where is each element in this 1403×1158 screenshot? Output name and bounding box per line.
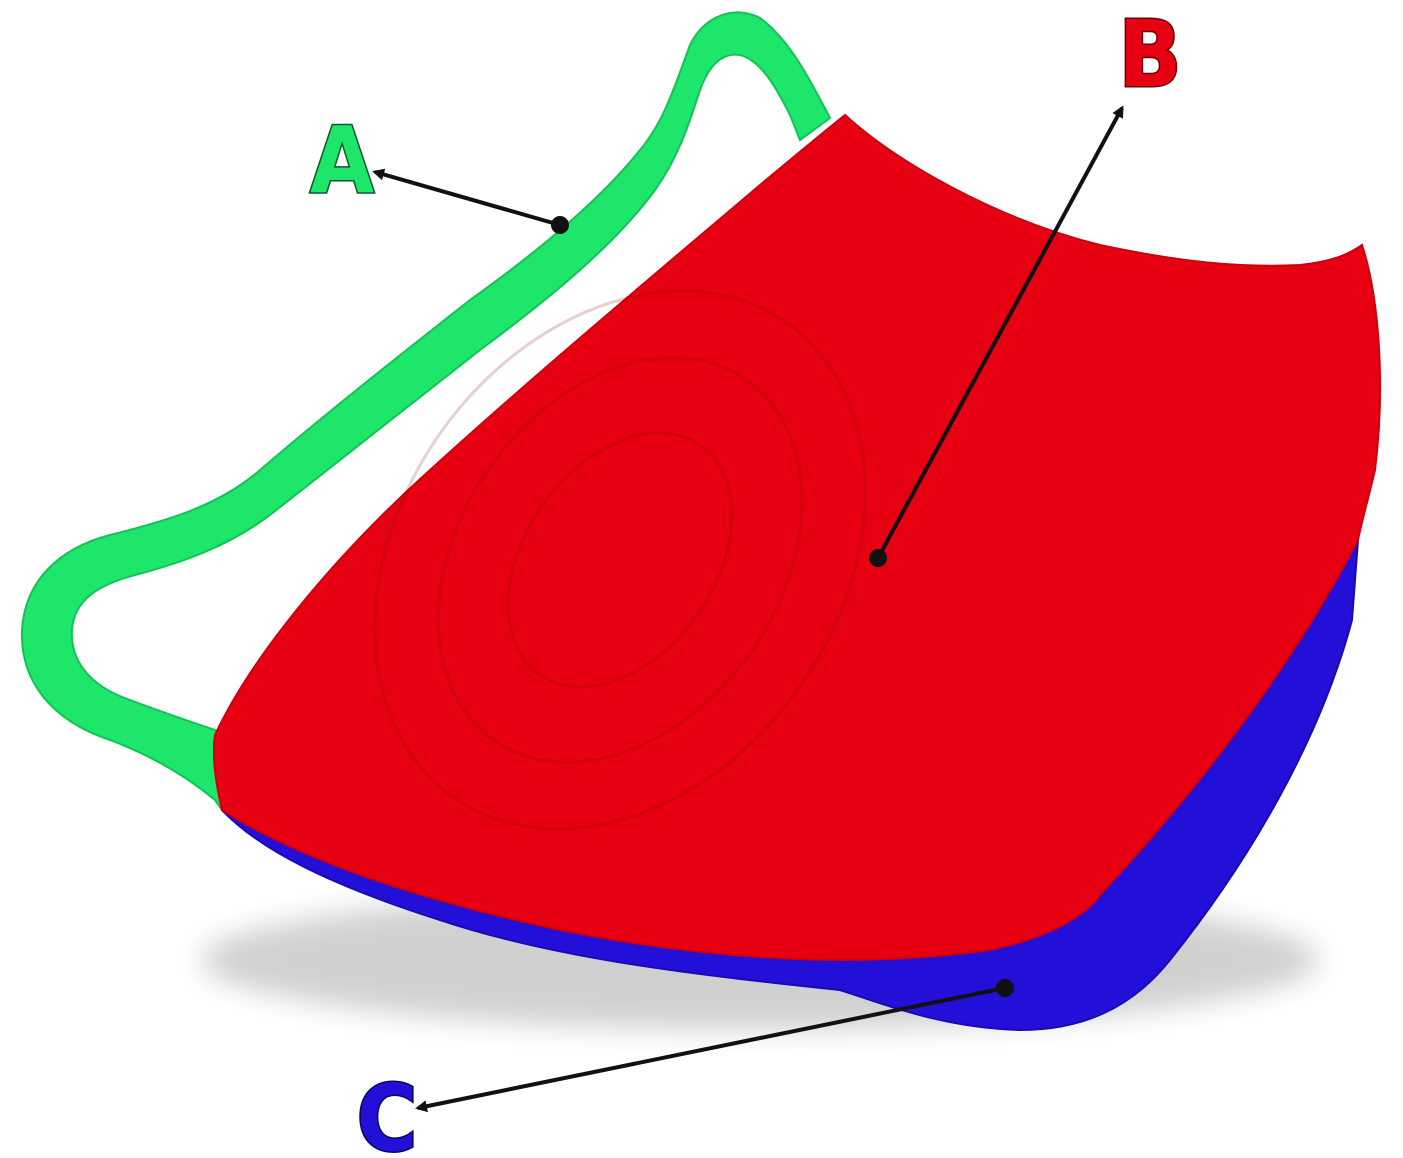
dot-b: [869, 549, 887, 567]
pattern-ring-inner: [506, 431, 734, 689]
label-c: C: [357, 1065, 418, 1158]
label-b: B: [1118, 1, 1181, 108]
dot-a: [551, 216, 569, 234]
pattern-ring-middle: [436, 356, 804, 764]
body-part: [212, 113, 1382, 961]
arrow-c: [415, 986, 1006, 1113]
body-panel: [212, 113, 1382, 961]
body-pattern: [373, 289, 867, 831]
arrow-b: [876, 105, 1124, 559]
strap-band: [20, 11, 832, 813]
callout-dots: [551, 216, 1014, 997]
strap-part: [20, 11, 832, 813]
arrow-a: [372, 168, 561, 227]
label-a: A: [310, 107, 374, 214]
dot-c: [996, 979, 1014, 997]
callout-arrows: [372, 105, 1124, 1113]
pattern-ring-outer: [373, 289, 867, 831]
callout-labels: A B C: [308, 0, 1183, 1158]
